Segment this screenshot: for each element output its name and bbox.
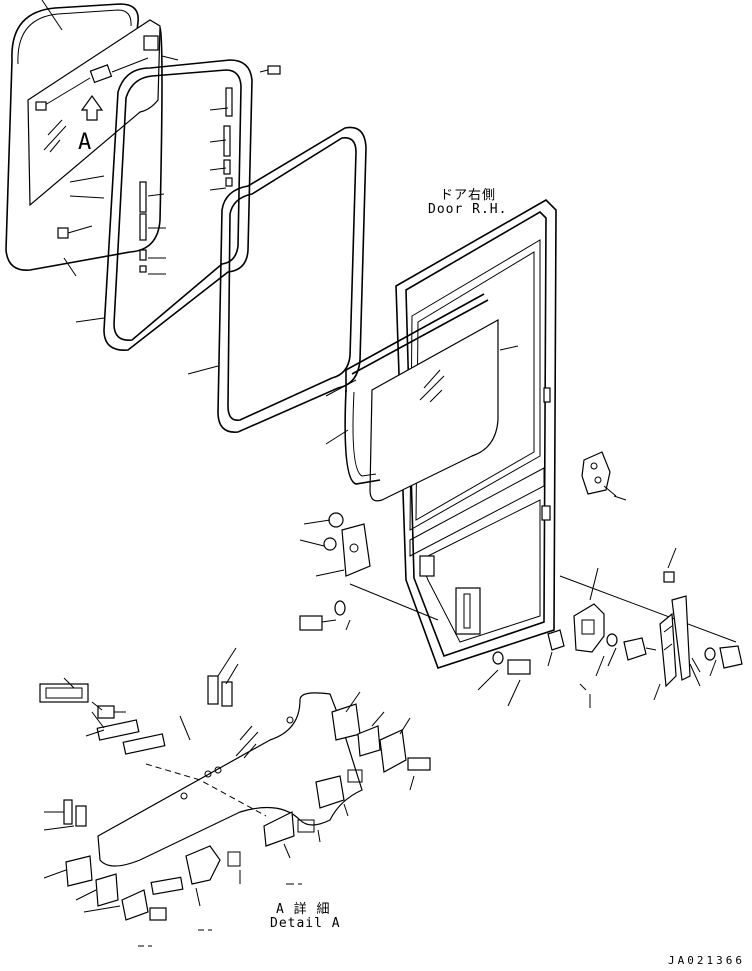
door-hinge bbox=[659, 571, 743, 688]
door-label-japanese: ドア右側 bbox=[440, 188, 497, 203]
detail-a-label-english: Detail A bbox=[270, 916, 341, 931]
leader-lines-right bbox=[299, 495, 717, 708]
drawing-number: JA021366 bbox=[668, 954, 745, 967]
door-lock bbox=[573, 603, 657, 661]
door-latch bbox=[581, 451, 617, 497]
leader-lines-detail bbox=[43, 647, 415, 913]
sliding-window-rail bbox=[344, 293, 499, 502]
detail-a-handle bbox=[39, 675, 315, 896]
door-label-english: Door R.H. bbox=[428, 202, 508, 217]
outer-weatherstrip bbox=[217, 126, 367, 433]
glass-frame-seal bbox=[103, 59, 253, 351]
bolt-upper-left bbox=[57, 225, 93, 239]
leader-lines-door bbox=[325, 345, 737, 643]
callout-letter-a: A bbox=[78, 130, 93, 155]
bolt-upper-right bbox=[259, 65, 281, 75]
door-bolts-left bbox=[299, 512, 587, 691]
detail-a-label-japanese: A 詳 細 bbox=[276, 902, 331, 917]
window-glass-upper bbox=[5, 3, 163, 271]
leader-lines-upper bbox=[41, 0, 229, 375]
detail-a-cover-plate bbox=[97, 692, 363, 867]
reference-ticks bbox=[138, 883, 302, 947]
detail-a-bracket bbox=[63, 703, 431, 921]
